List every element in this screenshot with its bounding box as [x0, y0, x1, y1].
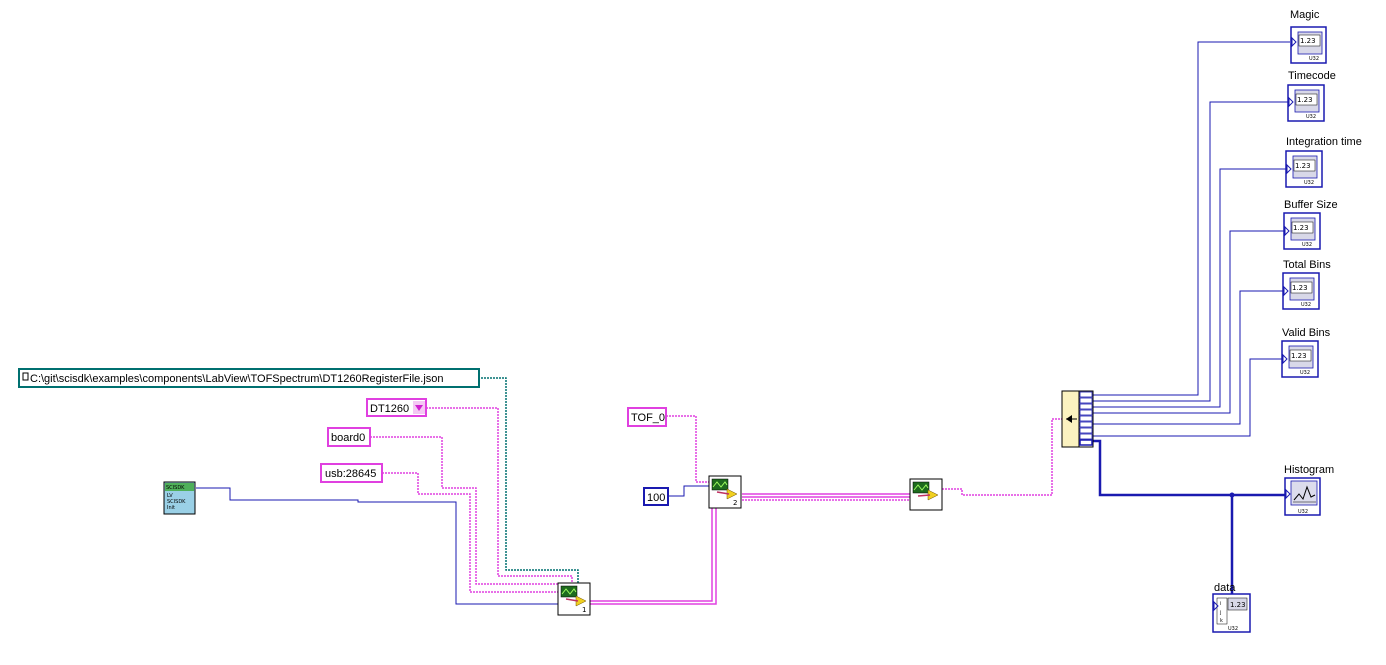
scope-icon	[711, 478, 738, 500]
scope-icon	[560, 585, 587, 607]
scope-icon	[912, 481, 939, 501]
tof-name-constant[interactable]: TOF_0	[627, 407, 667, 427]
wire-data-array[interactable]	[1093, 439, 1286, 497]
board-model-text: DT1260	[370, 403, 409, 415]
wire-handle-1-2a[interactable]	[590, 499, 740, 602]
wire-valid-bins[interactable]	[1093, 358, 1283, 437]
timeout-text: 100	[647, 492, 665, 504]
data-label: data	[1214, 582, 1236, 594]
unbundle-outputs	[1079, 391, 1093, 446]
array-index-box	[1216, 597, 1228, 625]
wire-init-handle[interactable]	[196, 487, 562, 605]
histogram-indicator[interactable]: Histogram U32	[1284, 464, 1334, 516]
path-icon	[22, 372, 29, 381]
graph-icon	[1293, 485, 1316, 503]
buffer-size-type: U32	[1302, 242, 1312, 248]
wire-address[interactable]	[382, 472, 562, 593]
wire-decode-unbundle[interactable]	[942, 418, 1062, 496]
wire-board-name[interactable]	[370, 436, 562, 585]
magic-type: U32	[1309, 56, 1319, 62]
integration-time-label: Integration time	[1286, 136, 1362, 148]
board-model-ring[interactable]: DT1260	[366, 398, 427, 417]
timecode-type: U32	[1306, 114, 1316, 120]
array-index-k: k	[1220, 618, 1223, 624]
magic-indicator[interactable]: Magic 1.23 U32	[1290, 9, 1327, 64]
read-vi[interactable]: 2	[708, 475, 742, 509]
timeout-constant[interactable]: 100	[643, 487, 669, 506]
board-name-constant[interactable]: board0	[327, 427, 371, 447]
wire-magic[interactable]	[1093, 41, 1290, 396]
register-path-constant[interactable]: C:\git\scisdk\examples\components\LabVie…	[18, 368, 480, 388]
integration-time-numeric: 1.23	[1295, 162, 1311, 170]
board-name-text: board0	[331, 432, 365, 444]
timecode-indicator[interactable]: Timecode 1.23 U32	[1287, 70, 1336, 122]
wire-board-model[interactable]	[426, 407, 573, 584]
valid-bins-label: Valid Bins	[1282, 327, 1331, 339]
init-vi-line2: LV	[167, 493, 173, 499]
init-vi[interactable]: SCISDK LV SCISDK Init	[163, 481, 196, 515]
integration-time-type: U32	[1304, 180, 1314, 186]
wire-total-bins[interactable]	[1093, 290, 1283, 425]
add-device-vi-number: 1	[582, 606, 586, 614]
data-type: U32	[1228, 626, 1238, 632]
decode-vi[interactable]	[909, 478, 943, 511]
total-bins-type: U32	[1301, 302, 1311, 308]
integration-time-indicator[interactable]: Integration time 1.23 U32	[1285, 136, 1362, 188]
buffer-size-label: Buffer Size	[1284, 199, 1338, 211]
add-device-vi[interactable]: 1	[557, 582, 591, 616]
wire-junction	[1229, 492, 1235, 498]
buffer-size-numeric: 1.23	[1293, 224, 1309, 232]
wire-handle-1-2b[interactable]	[590, 502, 740, 605]
buffer-size-indicator[interactable]: Buffer Size 1.23 U32	[1283, 199, 1338, 250]
valid-bins-numeric: 1.23	[1291, 352, 1307, 360]
wire-register-path[interactable]	[478, 377, 579, 584]
wires	[196, 41, 1290, 608]
magic-label: Magic	[1290, 9, 1320, 21]
total-bins-indicator[interactable]: Total Bins 1.23 U32	[1282, 259, 1331, 310]
init-vi-line4: Init	[167, 505, 175, 511]
init-vi-line3: SCISDK	[167, 499, 186, 505]
total-bins-label: Total Bins	[1283, 259, 1331, 271]
total-bins-numeric: 1.23	[1292, 284, 1308, 292]
histogram-label: Histogram	[1284, 464, 1334, 476]
valid-bins-type: U32	[1300, 370, 1310, 376]
address-text: usb:28645	[325, 468, 376, 480]
magic-numeric: 1.23	[1300, 37, 1316, 45]
unbundle-node[interactable]	[1061, 390, 1094, 448]
address-constant[interactable]: usb:28645	[320, 463, 383, 483]
wire-tof-name[interactable]	[666, 415, 710, 483]
chevron-down-icon	[415, 405, 423, 411]
valid-bins-indicator[interactable]: Valid Bins 1.23 U32	[1281, 327, 1331, 378]
wire-timeout[interactable]	[668, 485, 710, 497]
timecode-label: Timecode	[1288, 70, 1336, 82]
histogram-type: U32	[1298, 509, 1308, 515]
data-indicator[interactable]: data i j k 1.23 U32	[1212, 582, 1251, 633]
wire-timecode[interactable]	[1093, 101, 1288, 402]
register-path-text: C:\git\scisdk\examples\components\LabVie…	[30, 373, 444, 385]
wire-integration-time[interactable]	[1093, 168, 1286, 408]
array-index-i: i	[1220, 601, 1221, 607]
tof-name-text: TOF_0	[631, 412, 665, 424]
array-index-j: j	[1219, 610, 1221, 616]
init-vi-line1: SCISDK	[166, 485, 185, 491]
data-numeric: 1.23	[1230, 601, 1246, 609]
read-vi-number: 2	[733, 499, 737, 507]
wire-buffer-size[interactable]	[1093, 230, 1284, 414]
timecode-numeric: 1.23	[1297, 96, 1313, 104]
